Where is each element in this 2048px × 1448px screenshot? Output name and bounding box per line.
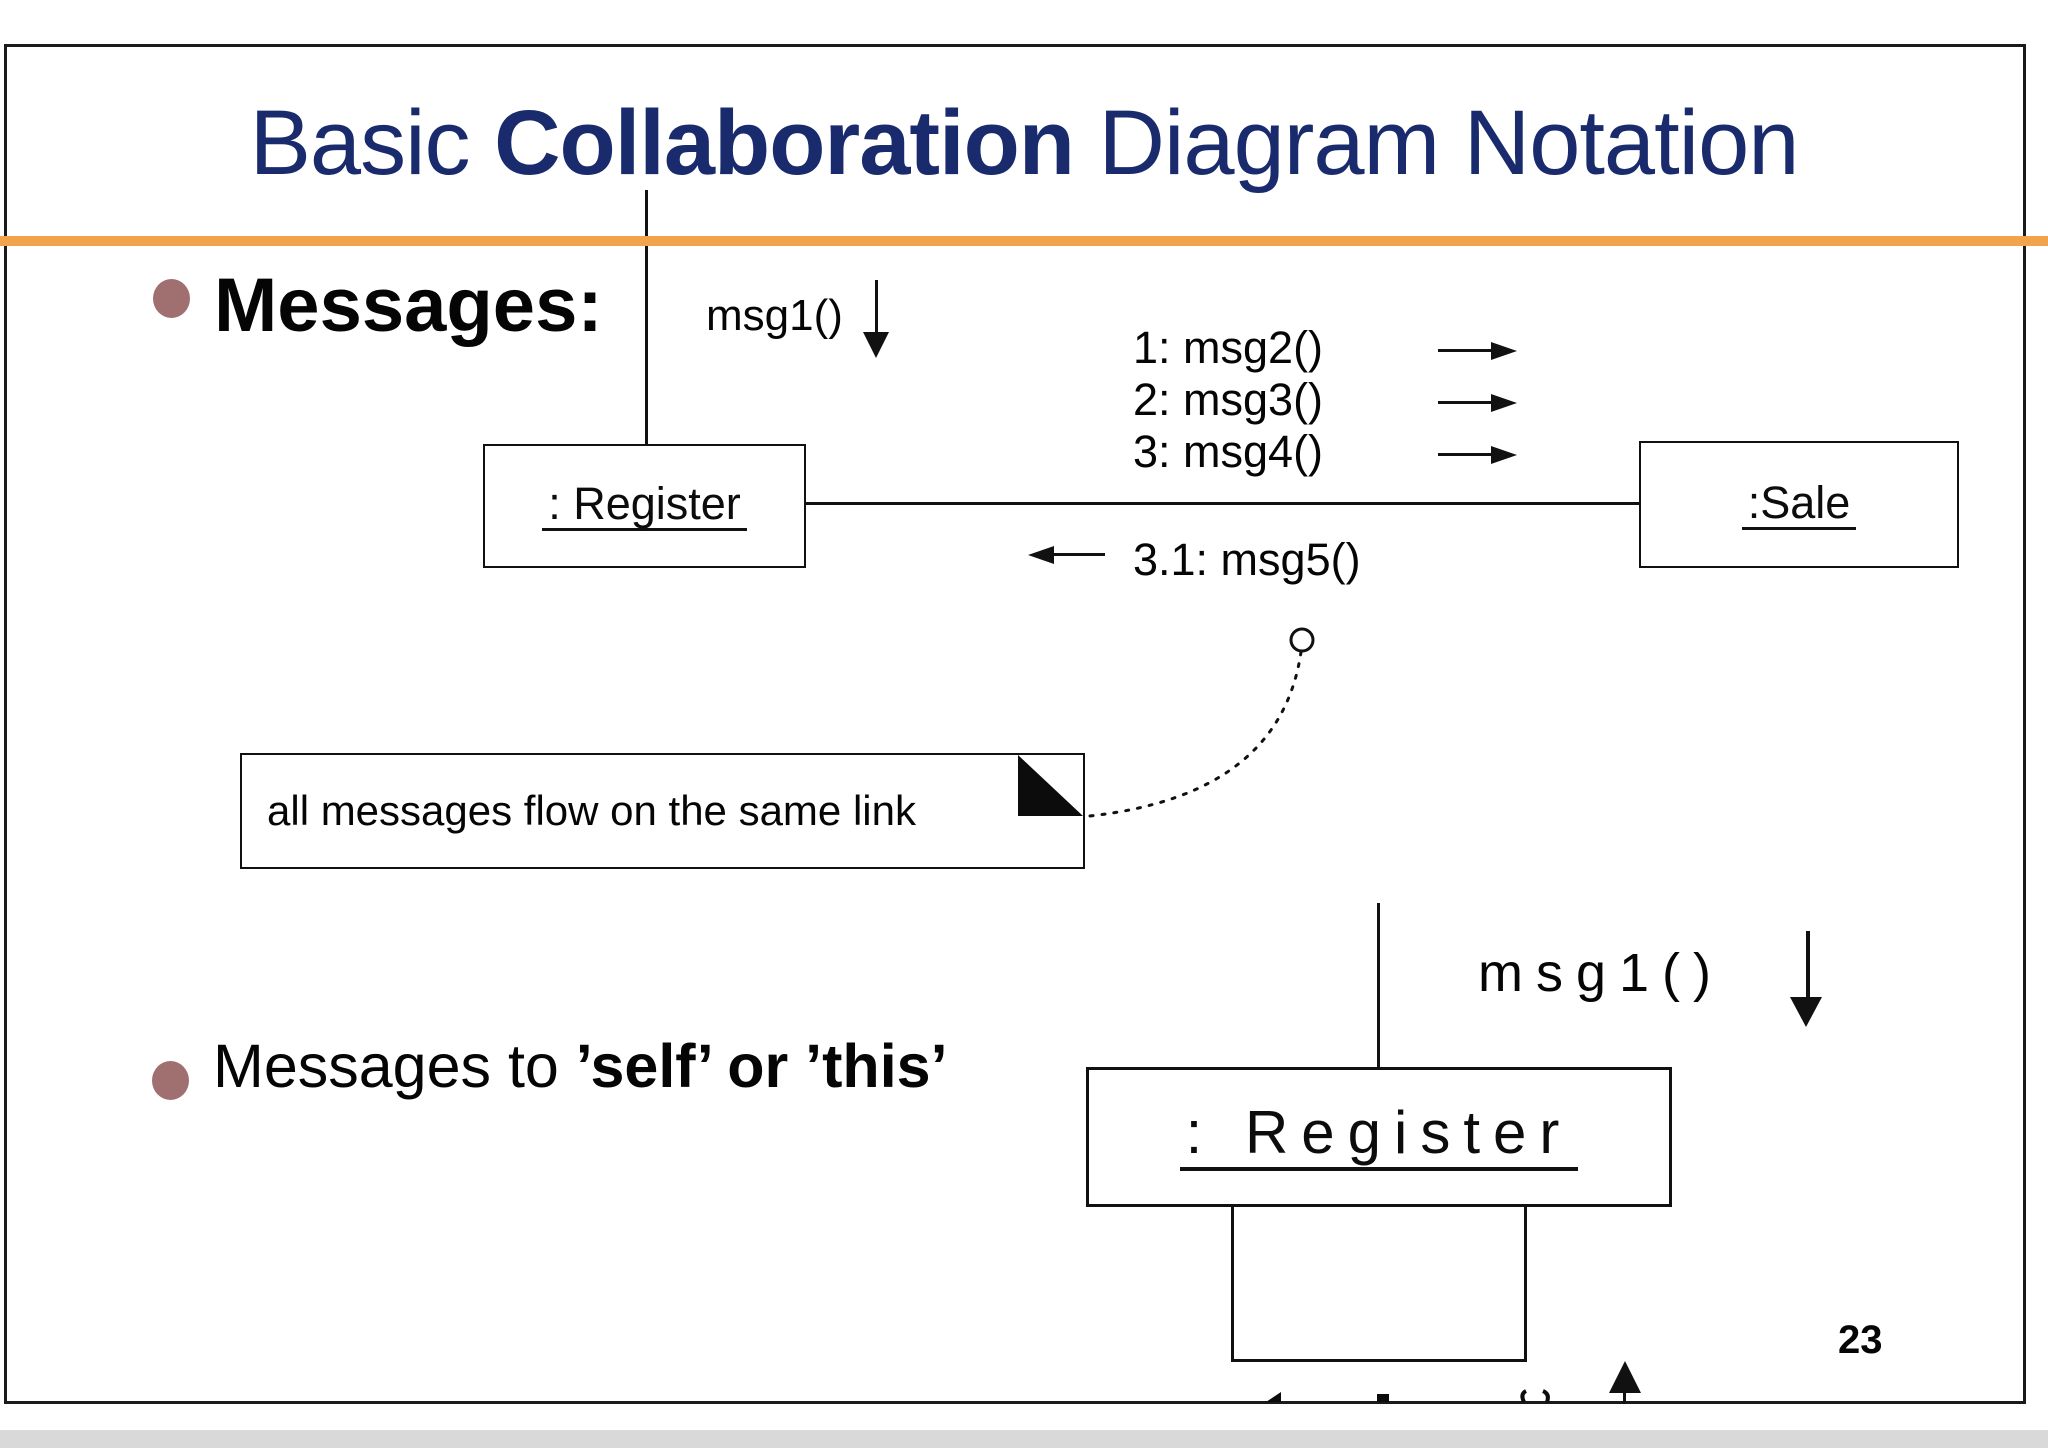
forward-message-3: 3: msg4() bbox=[1133, 426, 1324, 477]
forward-arrow-3-stem bbox=[1438, 453, 1492, 456]
title-suffix: Diagram Notation bbox=[1073, 92, 1800, 194]
sale-object-label: :Sale bbox=[1741, 480, 1857, 530]
register-object-label: : Register bbox=[542, 481, 747, 531]
forward-arrow-3-icon bbox=[1491, 446, 1517, 464]
forward-arrow-2-icon bbox=[1491, 394, 1517, 412]
self-link-left-line bbox=[1231, 1205, 1234, 1362]
msg1-label-top: msg1() bbox=[706, 291, 843, 340]
forward-arrow-1-stem bbox=[1438, 349, 1492, 352]
self-link-right-line bbox=[1524, 1205, 1527, 1362]
note-box: all messages flow on the same link bbox=[240, 753, 1085, 869]
page-title: Basic Collaboration Diagram Notation bbox=[0, 95, 2048, 192]
bullet2-label: Messages to ’self’ or ’this’ bbox=[213, 1036, 948, 1097]
register-top-link-line bbox=[645, 190, 648, 445]
self-message-arrow-stem bbox=[1623, 1391, 1626, 1404]
return-arrow-stem bbox=[1052, 553, 1105, 556]
page-number: 23 bbox=[1838, 1318, 1883, 1362]
note-text: all messages flow on the same link bbox=[267, 787, 916, 834]
forward-message-2: 2: msg3() bbox=[1133, 374, 1324, 425]
forward-message-1: 1: msg2() bbox=[1133, 322, 1324, 373]
slide-border-frame bbox=[4, 44, 2026, 1404]
self-link-bottom-line bbox=[1231, 1359, 1527, 1362]
forward-arrow-2-stem bbox=[1438, 401, 1492, 404]
bullet2-bold: ’self’ or ’this’ bbox=[575, 1032, 948, 1100]
bullet2-marker bbox=[152, 1061, 189, 1100]
bullet2-prefix: Messages to bbox=[213, 1032, 576, 1100]
forward-arrow-1-icon bbox=[1491, 342, 1517, 360]
title-bold-word: Collaboration bbox=[494, 92, 1075, 194]
bullet1-label: Messages: bbox=[214, 263, 603, 348]
sale-object-box: :Sale bbox=[1639, 441, 1959, 568]
return-message-label: 3.1: msg5() bbox=[1133, 534, 1361, 585]
bullet1-marker bbox=[153, 279, 190, 318]
msg1-arrow-down-icon-bottom bbox=[1790, 997, 1822, 1027]
msg1-label-bottom: msg1() bbox=[1478, 943, 1725, 1003]
msg1-arrow-stem-top bbox=[875, 280, 878, 336]
register2-object-label: : Register bbox=[1179, 1103, 1579, 1171]
register-sale-link-line bbox=[806, 502, 1639, 505]
register2-top-link-line bbox=[1377, 903, 1380, 1068]
title-divider-line bbox=[0, 236, 2048, 246]
self-message-arrow-up-icon bbox=[1609, 1361, 1641, 1393]
register-object-box: : Register bbox=[483, 444, 806, 568]
register2-object-box: : Register bbox=[1086, 1067, 1672, 1207]
msg1-arrow-stem-bottom bbox=[1806, 931, 1810, 1001]
bottom-gray-strip bbox=[0, 1430, 2048, 1448]
title-prefix: Basic bbox=[249, 92, 495, 194]
msg1-arrow-down-icon bbox=[863, 332, 889, 358]
return-arrow-left-icon bbox=[1028, 546, 1054, 564]
